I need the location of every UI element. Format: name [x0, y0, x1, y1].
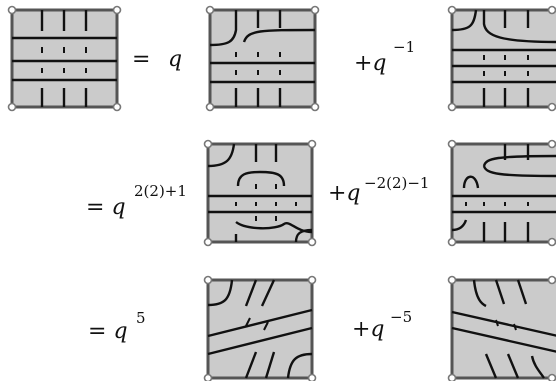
- tile-r2-right: [447, 139, 556, 247]
- plus-q-r2: +q: [328, 181, 361, 206]
- tile-r3-right: [447, 275, 556, 381]
- equals-sign-r1: =: [132, 47, 150, 72]
- tile-r1-identity: [7, 5, 122, 112]
- tile-r2-left: [203, 139, 317, 247]
- equals-q-r2: = q: [86, 195, 126, 220]
- equals-q-r3: = q: [88, 319, 128, 344]
- exponent-r2-left: 2(2)+1: [134, 182, 187, 200]
- coefficient-q: q: [168, 47, 182, 72]
- exponent-r3-left: 5: [136, 309, 146, 327]
- tile-r1-smoothing-b: [447, 5, 556, 112]
- exponent-r1: −1: [393, 38, 415, 56]
- tile-r1-smoothing-a: [205, 5, 320, 112]
- plus-q-r3: +q: [352, 317, 385, 342]
- tile-r3-left: [203, 275, 317, 381]
- plus-q-r1: +q: [354, 51, 387, 76]
- exponent-r2-right: −2(2)−1: [364, 174, 429, 192]
- exponent-r3-right: −5: [390, 308, 412, 326]
